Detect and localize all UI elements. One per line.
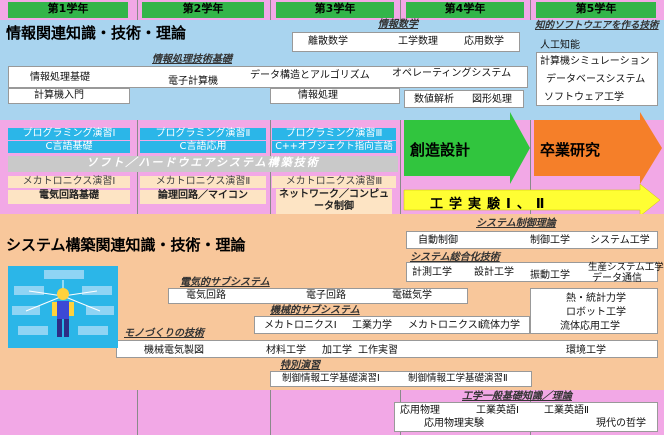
tech-base-box-lower-mid xyxy=(270,88,400,104)
course-electric-circuit: 電気回路 xyxy=(186,290,226,301)
electrical-box xyxy=(168,288,468,304)
course-practice-2: 制御情報工学基礎演習Ⅱ xyxy=(408,373,508,384)
course-info-processing: 情報処理 xyxy=(298,90,338,101)
year-header-5: 第5学年 xyxy=(536,2,656,18)
year-header-2: 第2学年 xyxy=(142,2,264,18)
course-fluid-applied: 流体応用工学 xyxy=(560,321,620,332)
course-practice-1: 制御情報工学基礎演習Ⅰ xyxy=(282,373,380,384)
course-applied-math: 応用数学 xyxy=(464,36,504,47)
monozukuri-label: モノづくりの技術 xyxy=(124,328,204,339)
course-mechatronics-1: メカトロニクスⅠ xyxy=(264,320,337,331)
tech-base-box-lower xyxy=(8,88,130,104)
control-box xyxy=(406,231,658,249)
course-info-basics: 情報処理基礎 xyxy=(30,72,90,83)
general-box xyxy=(394,402,658,432)
course-control-eng: 制御工学 xyxy=(530,235,570,246)
course-workshop: 工作実習 xyxy=(358,345,398,356)
course-applied-physics: 応用物理 xyxy=(400,405,440,416)
numerical-box xyxy=(404,90,524,108)
course-discrete-math: 離散数学 xyxy=(308,36,348,47)
prog-exercise-3: プログラミング演習Ⅲ xyxy=(272,128,396,140)
tech-base-label: 情報処理技術基礎 xyxy=(152,54,232,65)
mecha-exercise-1-sub: 電気回路基礎 xyxy=(8,190,130,204)
course-engineering-math: 工学数理 xyxy=(398,36,438,47)
course-vibration-eng: 振動工学 xyxy=(530,270,570,281)
prog-exercise-3-sub: C++オブジェクト指向言語 xyxy=(272,141,396,153)
course-mechatronics-2: メカトロニクスⅡ xyxy=(408,320,483,331)
course-electromagnetics: 電磁気学 xyxy=(392,290,432,301)
practice-box xyxy=(270,371,532,387)
course-system-eng: システム工学 xyxy=(590,235,650,246)
software-label: 知的ソフトウエアを作る技術 xyxy=(535,20,659,31)
course-electronic-circuit: 電子回路 xyxy=(306,290,346,301)
course-ai: 人工知能 xyxy=(540,40,580,51)
course-database: データベースシステム xyxy=(546,74,646,85)
math-label: 情報数学 xyxy=(378,19,418,30)
system-build-band: ソフト／ハードウエアシステム構築技術 xyxy=(8,156,398,172)
mecha-exercise-1: メカトロニクス演習Ⅰ xyxy=(8,176,130,188)
integration-label: システム総合化技術 xyxy=(410,252,500,263)
course-computer-intro: 計算機入門 xyxy=(34,90,84,101)
course-eng-english-2: 工業英語Ⅱ xyxy=(544,405,589,416)
experiment-label: 工学実験Ⅰ、Ⅱ xyxy=(430,197,551,212)
graduation-research-arrow xyxy=(534,112,662,184)
prog-exercise-2: プログラミング演習Ⅱ xyxy=(140,128,266,140)
info-area-title: 情報関連知識・技術・理論 xyxy=(6,24,187,42)
course-materials-eng: 材料工学 xyxy=(266,345,306,356)
mecha-exercise-3: メカトロニクス演習Ⅲ xyxy=(272,176,396,188)
course-design-eng: 設計工学 xyxy=(474,267,514,278)
year-header-1: 第1学年 xyxy=(8,2,128,18)
mechanical-label: 機械的サブシステム xyxy=(270,305,360,316)
course-thermo-stat: 熱・統計力学 xyxy=(566,293,626,304)
course-data-structure: データ構造とアルゴリズム xyxy=(250,70,370,81)
course-measurement-eng: 計測工学 xyxy=(412,267,452,278)
practice-label: 特別演習 xyxy=(280,360,320,371)
graduation-research-label: 卒業研究 xyxy=(540,141,601,159)
prog-exercise-1-sub: C言語基礎 xyxy=(8,141,130,153)
course-mech-drafting: 機械電気製図 xyxy=(144,345,204,356)
tech-base-box xyxy=(8,66,528,88)
course-eng-english-1: 工業英語Ⅰ xyxy=(476,405,519,416)
experiment-arrow xyxy=(403,183,661,217)
course-numerical: 数値解析 xyxy=(414,94,454,105)
course-industrial-mechanics: 工業力学 xyxy=(352,320,392,331)
control-label: システム制御理論 xyxy=(476,218,556,229)
course-environmental-eng: 環境工学 xyxy=(566,345,606,356)
course-electronic-computer: 電子計算機 xyxy=(168,76,218,87)
math-box xyxy=(292,32,520,52)
course-graphics: 図形処理 xyxy=(472,94,512,105)
creative-design-arrow xyxy=(404,112,530,184)
software-box xyxy=(536,52,658,106)
monozukuri-box xyxy=(116,340,658,358)
course-auto-control: 自動制御 xyxy=(418,235,458,246)
system-illustration xyxy=(8,266,118,348)
prog-exercise-1: プログラミング演習Ⅰ xyxy=(8,128,130,140)
course-processing: 加工学 xyxy=(322,345,352,356)
course-physics-lab: 応用物理実験 xyxy=(424,418,484,429)
integration-box xyxy=(406,262,658,282)
mechanical-box xyxy=(254,316,530,334)
creative-design-label: 創造設計 xyxy=(410,141,471,159)
course-production-system: 生産システム工学 xyxy=(588,262,664,273)
mecha-exercise-2: メカトロニクス演習Ⅱ xyxy=(140,176,266,188)
course-fluid-mechanics: 流体力学 xyxy=(480,320,520,331)
course-robotics: ロボット工学 xyxy=(566,307,626,318)
year-header-3: 第3学年 xyxy=(276,2,394,18)
system-area-title: システム構築関連知識・技術・理論 xyxy=(6,236,246,254)
mecha-exercise-3-sub: ネットワーク／コンピュータ制御 xyxy=(276,189,392,215)
course-data-comm: データ通信 xyxy=(592,273,642,284)
mecha-exercise-2-sub: 論理回路／マイコン xyxy=(140,190,266,204)
course-philosophy: 現代の哲学 xyxy=(596,418,646,429)
electrical-label: 電気的サブシステム xyxy=(180,277,270,288)
prog-exercise-2-sub: C言語応用 xyxy=(140,141,266,153)
course-simulation: 計算機シミュレーション xyxy=(540,56,650,67)
course-os: オペレーティングシステム xyxy=(392,68,512,79)
course-software-eng: ソフトウェア工学 xyxy=(544,92,624,103)
mechanical-box-right xyxy=(530,288,658,334)
general-label: 工学一般基礎知識／理論 xyxy=(462,391,572,402)
year-header-4: 第4学年 xyxy=(406,2,524,18)
